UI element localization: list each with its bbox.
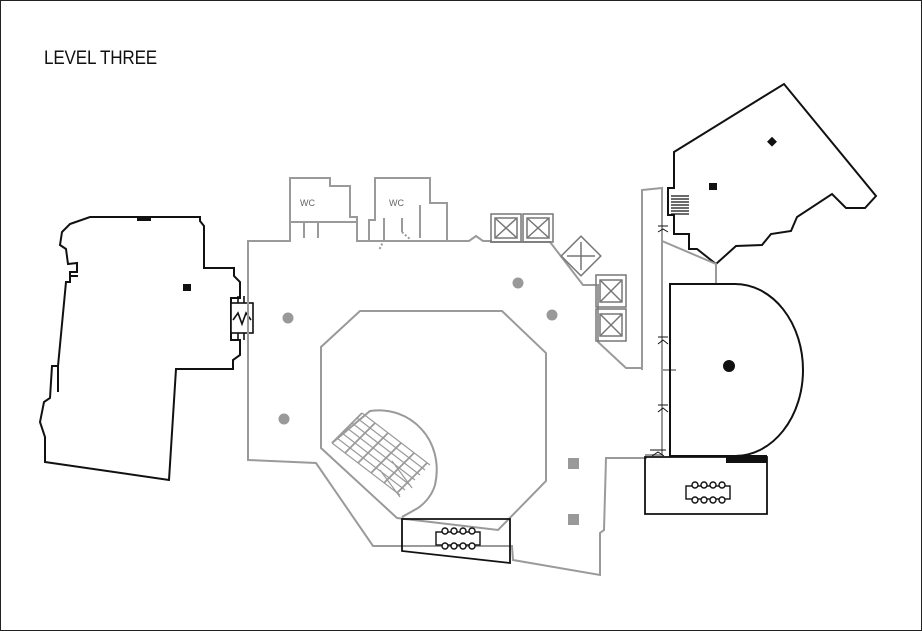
wc-left-label: WC bbox=[300, 198, 315, 208]
connector-wall bbox=[661, 240, 717, 284]
stairs-icon bbox=[671, 195, 689, 215]
central-hall bbox=[247, 186, 676, 577]
floor-title: LEVEL THREE bbox=[44, 48, 158, 69]
left-wing-wall-marker bbox=[137, 216, 151, 221]
fireplace-icon bbox=[230, 296, 254, 340]
inner-atrium bbox=[320, 310, 547, 532]
upper-wing-pillar bbox=[709, 183, 717, 190]
upper-right-wing bbox=[667, 82, 878, 266]
round-ballroom bbox=[669, 283, 804, 457]
atrium-stair-arc bbox=[331, 409, 438, 518]
left-wing-pillar bbox=[183, 284, 191, 291]
elevator-icon bbox=[490, 213, 627, 342]
door-icon bbox=[650, 225, 669, 457]
column-icon bbox=[278, 277, 579, 525]
wc-right-label: WC bbox=[389, 198, 404, 208]
table-icon bbox=[435, 527, 481, 550]
wc-right-room bbox=[368, 177, 448, 251]
left-wing bbox=[38, 216, 241, 482]
table-icon bbox=[685, 481, 731, 504]
central-hall-outline bbox=[247, 186, 663, 577]
stairs-icon bbox=[331, 412, 431, 498]
meeting-room-right bbox=[644, 456, 768, 515]
meeting-room-bottom bbox=[401, 518, 511, 565]
left-wing-detail bbox=[57, 275, 78, 392]
left-wing-outline bbox=[38, 216, 241, 482]
ballroom-column bbox=[723, 360, 735, 372]
upper-wing-pillar-2 bbox=[767, 136, 777, 147]
ballroom-stage bbox=[726, 455, 767, 463]
wc-left-room bbox=[289, 177, 358, 241]
